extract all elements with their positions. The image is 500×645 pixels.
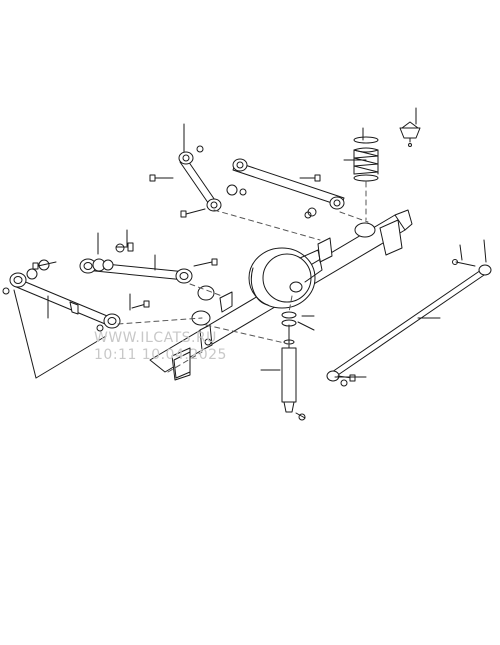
washer bbox=[26, 184, 317, 280]
panhard-rod bbox=[326, 239, 492, 382]
bracket bbox=[173, 291, 233, 379]
lower-control-arm-left bbox=[9, 272, 121, 329]
shock-absorber bbox=[260, 311, 315, 413]
spring-bump-stop bbox=[399, 107, 421, 147]
bolt bbox=[32, 174, 356, 419]
assembly-lines bbox=[117, 181, 369, 373]
upper-control-arm bbox=[232, 158, 345, 210]
bushing bbox=[92, 258, 215, 326]
differential-housing bbox=[248, 247, 323, 309]
nut bbox=[2, 145, 348, 421]
leader-lines bbox=[13, 159, 367, 379]
coil-spring bbox=[353, 127, 379, 182]
trailing-link bbox=[178, 123, 222, 212]
